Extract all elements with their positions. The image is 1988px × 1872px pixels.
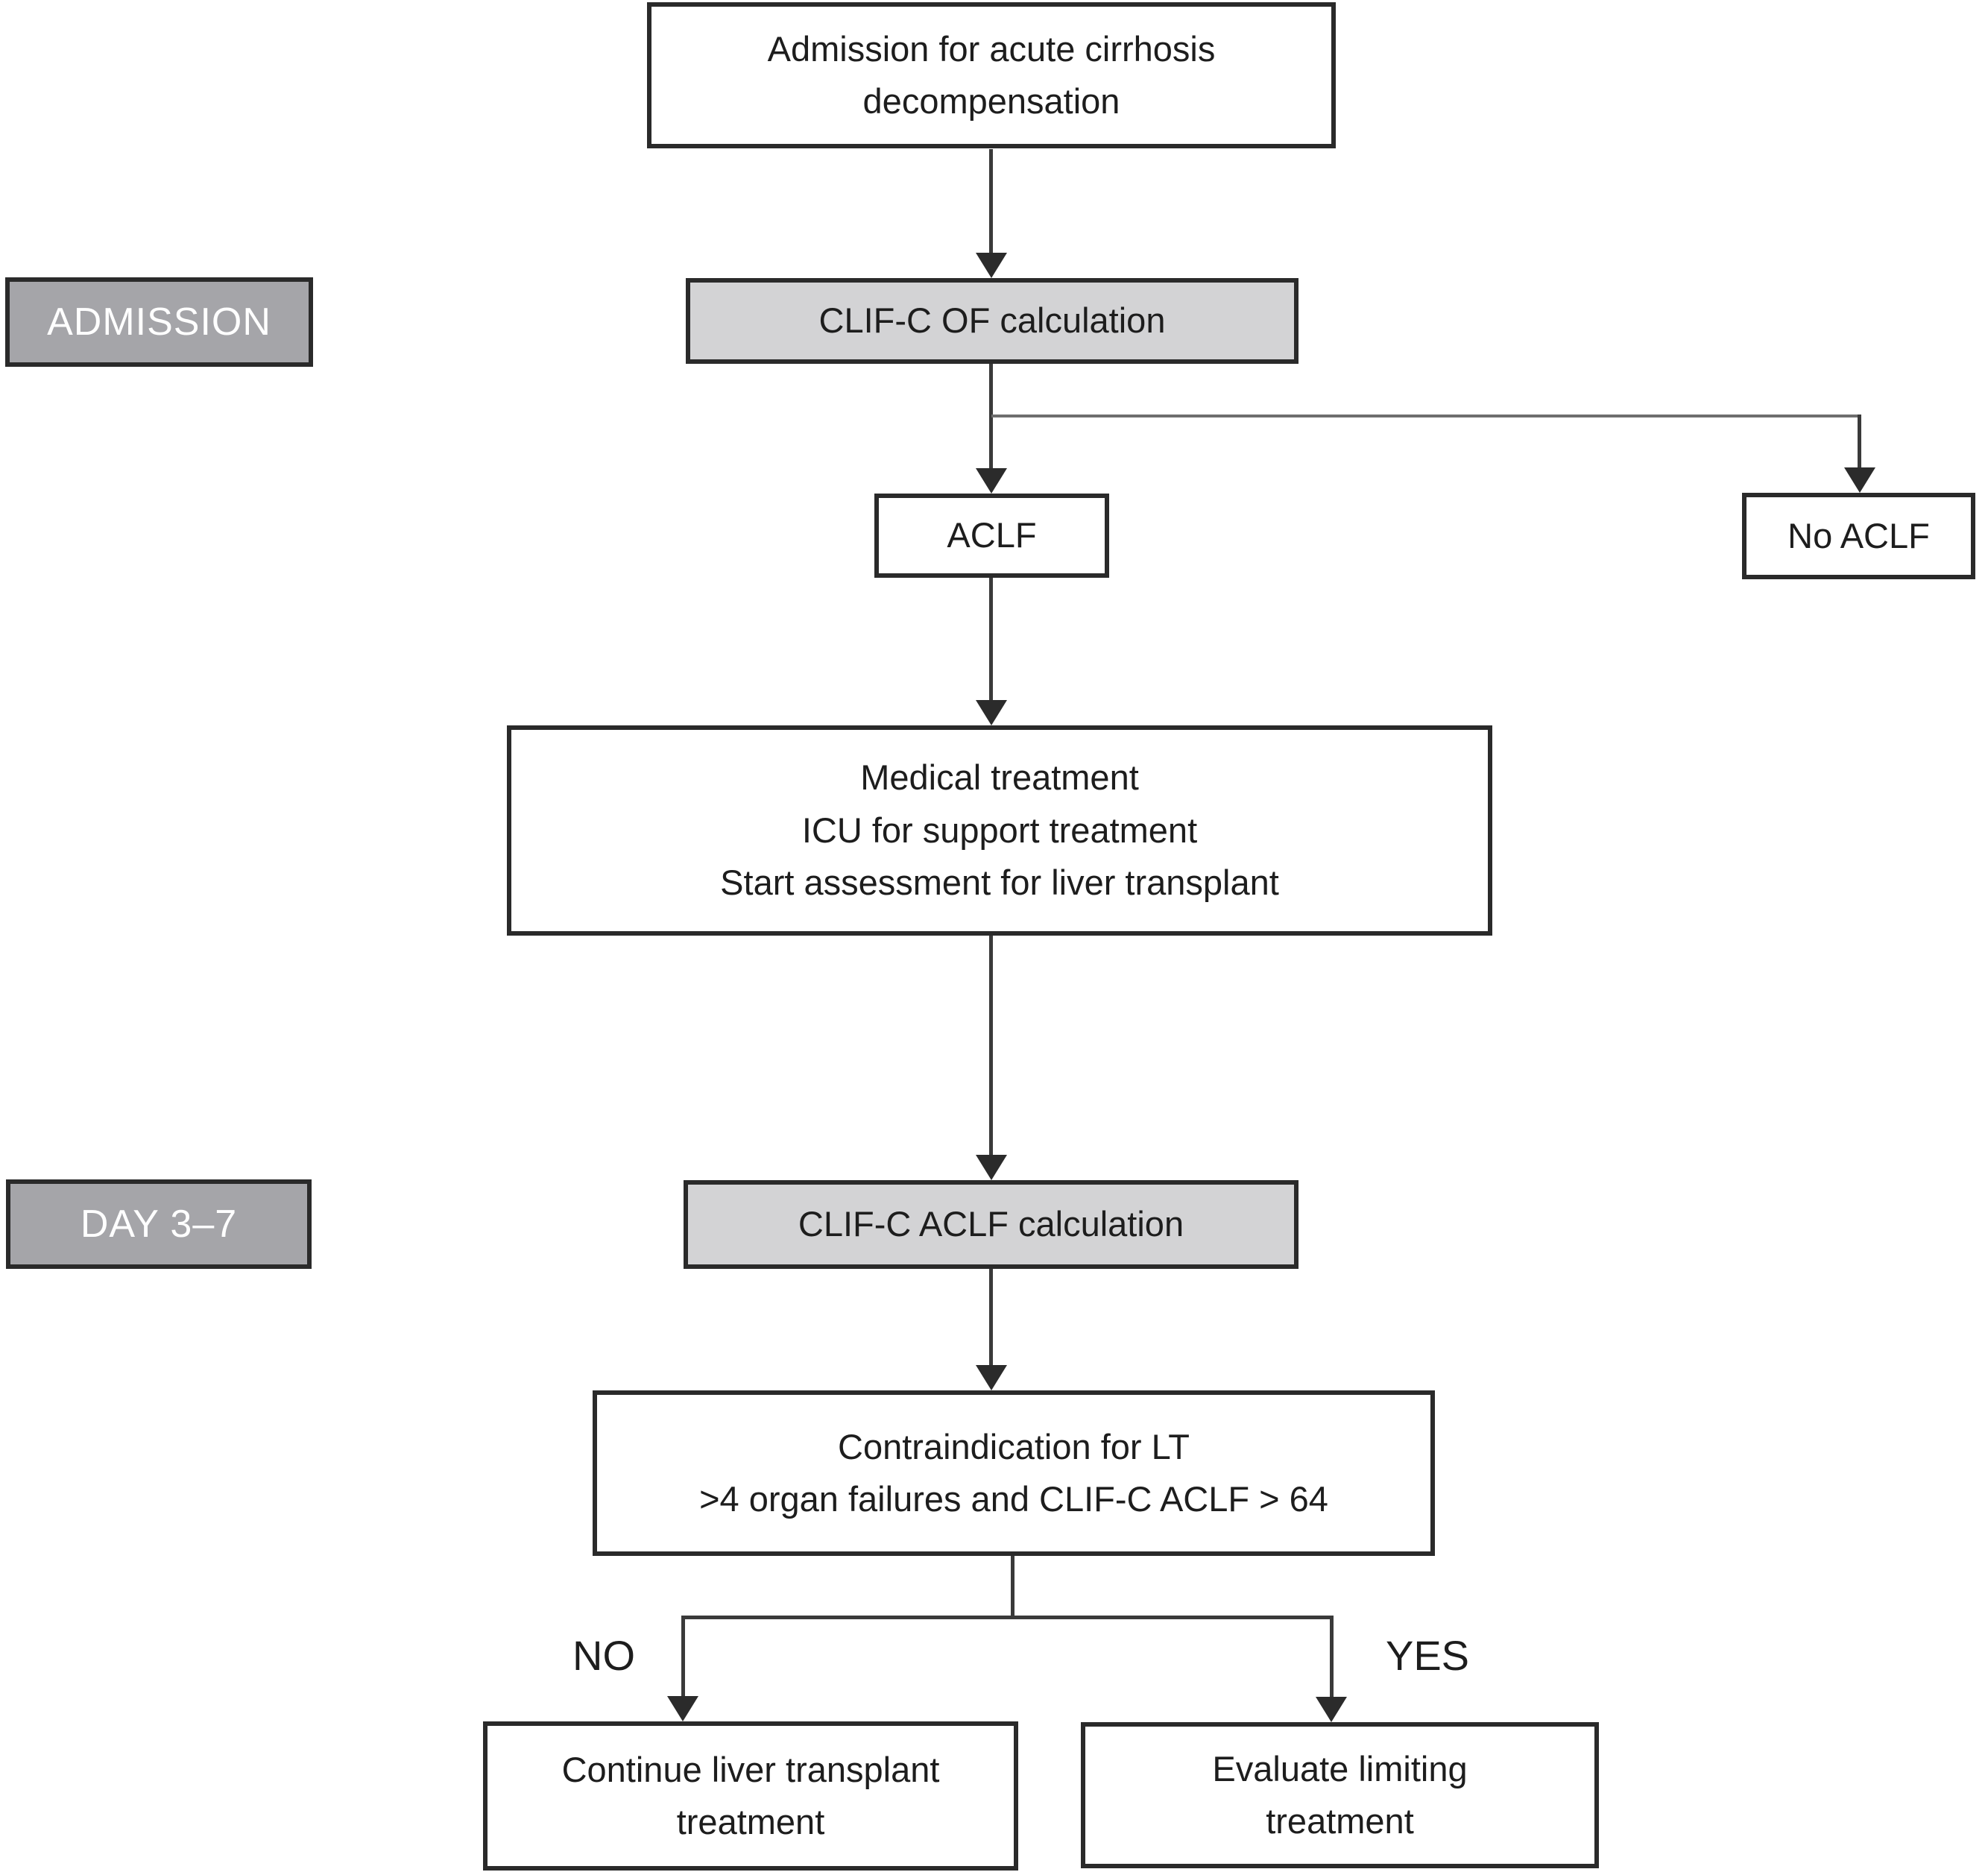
aclf-node: ACLF [874,494,1109,578]
contraindication-node: Contraindication for LT >4 organ failure… [593,1390,1435,1556]
stage-label-day-3-7-text: DAY 3–7 [80,1203,238,1246]
continue-liver-transplant-line1: Continue liver transplant [561,1749,940,1789]
connector-clifaclf-to-contraindication [989,1269,993,1367]
arrowhead-into-medical-icon [976,700,1007,725]
connector-no-branch [681,1616,685,1698]
connector-clifof-to-aclf [989,364,993,470]
admission-text-line1: Admission for acute cirrhosis [767,28,1216,69]
aclf-text: ACLF [947,515,1037,555]
stage-label-admission: ADMISSION [5,277,313,367]
connector-yes-no-split-bar [681,1616,1334,1619]
continue-liver-transplant-line2: treatment [676,1802,825,1841]
continue-liver-transplant-node: Continue liver transplant treatment [483,1721,1018,1871]
stage-label-day-3-7: DAY 3–7 [6,1179,312,1269]
arrowhead-into-clifof-icon [976,253,1007,278]
arrowhead-into-contraindication-icon [976,1365,1007,1390]
medical-treatment-line1: Medical treatment [860,757,1139,798]
connector-admission-to-clifof [989,149,993,255]
arrowhead-into-continue-icon [667,1696,698,1721]
clif-c-aclf-calculation-text: CLIF-C ACLF calculation [798,1204,1184,1244]
no-aclf-node: No ACLF [1742,493,1975,579]
contraindication-line2: >4 organ failures and CLIF-C ACLF > 64 [699,1479,1328,1519]
arrowhead-into-aclf-icon [976,468,1007,494]
arrowhead-into-clifaclf-icon [976,1155,1007,1180]
clif-c-of-calculation-node: CLIF-C OF calculation [686,278,1298,364]
medical-treatment-line2: ICU for support treatment [801,810,1198,850]
medical-treatment-line3: Start assessment for liver transplant [720,863,1279,903]
stage-label-admission-text: ADMISSION [47,300,271,344]
clif-c-aclf-calculation-node: CLIF-C ACLF calculation [684,1180,1298,1269]
evaluate-limiting-treatment-line2: treatment [1266,1801,1414,1841]
connector-aclf-to-medical [989,578,993,702]
connector-branch-to-no-aclf [991,415,1859,417]
connector-down-to-no-aclf [1858,415,1861,468]
admission-text-line2: decompensation [862,81,1120,121]
arrowhead-into-evaluate-icon [1316,1697,1347,1722]
connector-contraindication-stub [1011,1556,1014,1619]
no-aclf-text: No ACLF [1787,515,1930,555]
branch-label-no: NO [572,1632,635,1679]
connector-yes-branch [1330,1616,1334,1698]
contraindication-line1: Contraindication for LT [838,1426,1190,1466]
arrowhead-into-no-aclf-icon [1844,467,1875,493]
connector-medical-to-clifaclf [989,936,993,1156]
medical-treatment-node: Medical treatment ICU for support treatm… [507,725,1492,936]
clif-c-of-calculation-text: CLIF-C OF calculation [818,300,1166,341]
evaluate-limiting-treatment-node: Evaluate limiting treatment [1081,1722,1599,1868]
admission-node: Admission for acute cirrhosis decompensa… [647,2,1336,148]
evaluate-limiting-treatment-line1: Evaluate limiting [1212,1748,1468,1789]
branch-label-yes: YES [1385,1632,1470,1679]
